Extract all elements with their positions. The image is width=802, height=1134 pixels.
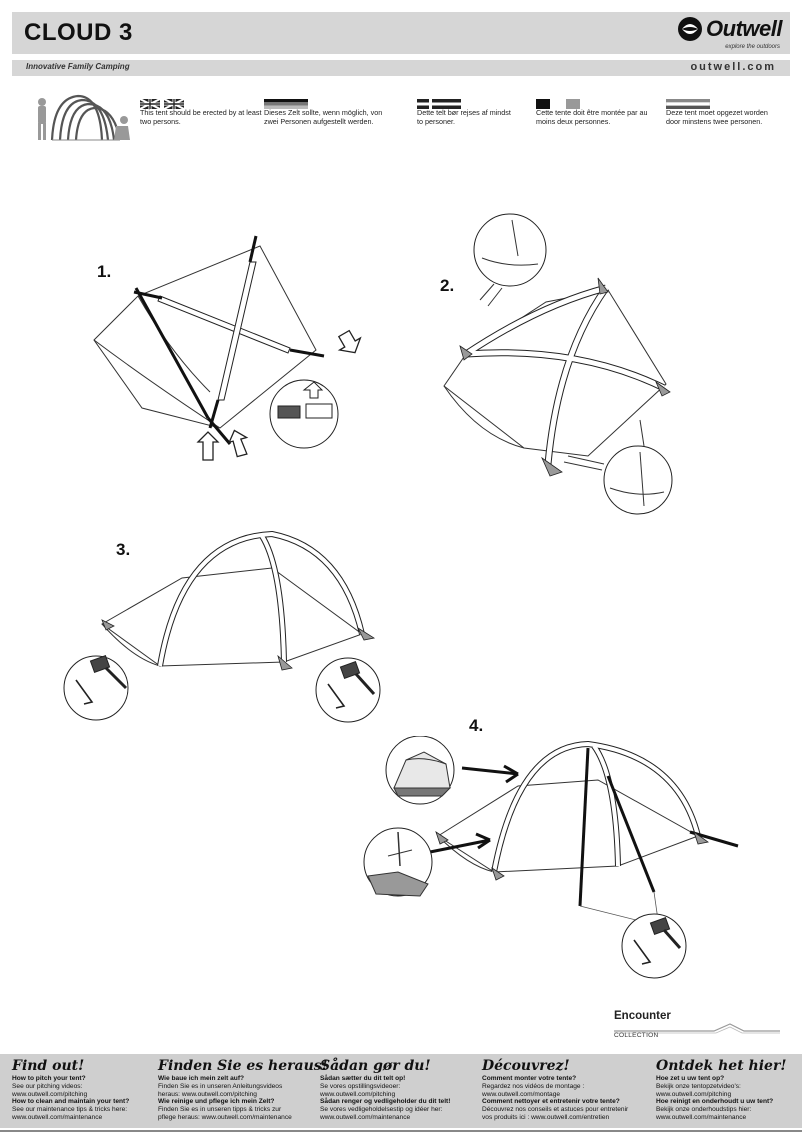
- footer-line: Hoe reinigt en onderhoudt u uw tent?: [656, 1098, 774, 1106]
- step-number: 2.: [440, 276, 455, 295]
- notice-fr: Cette tente doit être montée par au moin…: [536, 96, 658, 126]
- footer-line: Regardez nos vidéos de montage :: [482, 1082, 585, 1090]
- uk-flag-icon: [139, 96, 262, 110]
- collection-logo: Encounter COLLECTION: [614, 1008, 782, 1044]
- footer-line: Sådan renger og vedligeholder du dit tel…: [320, 1098, 451, 1106]
- notice-text: Dieses Zelt sollte, wenn möglich, von zw…: [264, 108, 383, 126]
- notice-da: Dette telt bør rejses af mindst to perso…: [417, 96, 513, 126]
- footer-line: See our maintenance tips & tricks here:: [12, 1106, 128, 1114]
- footer-link[interactable]: heraus: www.outwell.com/pitching: [158, 1090, 257, 1098]
- footer-line: Bekijk onze onderhoudstips hier:: [656, 1106, 752, 1114]
- notice-en: This tent should be erected by at least …: [139, 96, 262, 126]
- peg-icon: [459, 277, 671, 477]
- footer-column-de: Finden Sie es heraus! Wie baue ich mein …: [158, 1058, 328, 1122]
- notice-text: This tent should be erected by at least …: [140, 108, 262, 126]
- subtitle: Innovative Family Camping: [26, 62, 130, 71]
- page-title: CLOUD 3: [24, 19, 133, 46]
- brand-tagline: explore the outdoors: [725, 44, 780, 50]
- step-1-illustration: [93, 235, 362, 461]
- notice-nl: Deze tent moet opgezet worden door minst…: [665, 96, 784, 126]
- footer-line: Wie baue ich mein zelt auf?: [158, 1075, 245, 1082]
- footer-line: Bekijk onze tentopzetvideo's:: [656, 1082, 741, 1090]
- step-4-illustration: [363, 736, 739, 979]
- footer-link[interactable]: www.outwell.com/pitching: [656, 1090, 732, 1098]
- footer-heading: Ontdek het hier!: [656, 1058, 787, 1074]
- footer-line: Hoe zet u uw tent op?: [656, 1075, 725, 1082]
- step-2-illustration: [443, 213, 673, 515]
- footer-link[interactable]: www.outwell.com/maintenance: [12, 1113, 103, 1121]
- collection-label: COLLECTION: [614, 1032, 659, 1039]
- footer-line: Se vores vedligeholdelsestip og idéer he…: [320, 1106, 443, 1114]
- footer-column-nl: Ontdek het hier! Hoe zet u uw tent op? B…: [656, 1058, 796, 1122]
- dutch-flag-icon: [665, 96, 784, 109]
- arrow-icon: [196, 329, 362, 461]
- footer-heading: Sådan gør du!: [320, 1058, 431, 1074]
- header-bar: CLOUD 3 Outwell explore the outdoors: [12, 12, 790, 54]
- step-number: 1.: [97, 262, 112, 281]
- footer-heading: Découvrez!: [482, 1058, 570, 1074]
- footer-link[interactable]: www.outwell.com/montage: [482, 1090, 561, 1098]
- footer-link[interactable]: pflege heraus: www.outwell.com/maintenan…: [158, 1113, 292, 1121]
- footer-link[interactable]: www.outwell.com/maintenance: [320, 1113, 411, 1121]
- footer-line: See our pitching videos:: [12, 1082, 83, 1090]
- two-persons-illustration: [38, 94, 130, 141]
- footer-line: Comment nettoyer et entretenir votre ten…: [482, 1098, 620, 1106]
- footer-link[interactable]: www.outwell.com/pitching: [12, 1090, 88, 1098]
- notice-text: Dette telt bør rejses af mindst to perso…: [417, 108, 511, 126]
- peg-icon: [101, 619, 376, 671]
- footer-line: Sådan sætter du dit telt op!: [320, 1075, 406, 1082]
- arrow-icon: [429, 764, 519, 854]
- bottom-rule: [0, 1130, 802, 1132]
- brand-name: Outwell: [706, 16, 782, 41]
- footer-heading: Find out!: [12, 1058, 85, 1074]
- footer-line: Se vores opstillingsvideoer:: [320, 1082, 401, 1090]
- footer-column-fr: Découvrez! Comment monter votre tente? R…: [482, 1058, 637, 1122]
- footer-line: Comment monter votre tente?: [482, 1075, 577, 1082]
- notice-text: Deze tent moet opgezet worden door minst…: [666, 108, 768, 126]
- footer-link[interactable]: www.outwell.com/pitching: [320, 1090, 396, 1098]
- footer-line: How to pitch your tent?: [12, 1075, 86, 1082]
- brand-logo: Outwell explore the outdoors: [677, 16, 782, 50]
- step-3-illustration: [63, 530, 381, 723]
- brand-logo-icon: [678, 17, 703, 41]
- footer-line: Finden Sie es in unseren Anleitungsvideo…: [158, 1082, 283, 1090]
- footer-line: How to clean and maintain your tent?: [12, 1098, 130, 1106]
- footer: Find out! How to pitch your tent? See ou…: [0, 1054, 802, 1128]
- collection-name: Encounter: [614, 1010, 671, 1022]
- peg-icon: [435, 830, 709, 881]
- footer-heading: Finden Sie es heraus!: [158, 1058, 328, 1074]
- footer-column-en: Find out! How to pitch your tent? See ou…: [12, 1058, 167, 1122]
- footer-link[interactable]: www.outwell.com/maintenance: [656, 1113, 747, 1121]
- collection-wave-icon: [614, 1023, 780, 1034]
- footer-line: Finden Sie es in unseren tipps & tricks …: [158, 1106, 282, 1114]
- footer-line: Découvrez nos conseils et astuces pour e…: [482, 1106, 629, 1114]
- german-flag-icon: [264, 96, 386, 109]
- footer-line: Wie reinige und pflege ich mein Zelt?: [158, 1098, 275, 1106]
- notice-de: Dieses Zelt sollte, wenn möglich, von zw…: [264, 96, 386, 126]
- sub-header-bar: Innovative Family Camping outwell.com: [12, 60, 790, 76]
- step-number: 3.: [116, 540, 131, 559]
- website-link[interactable]: outwell.com: [690, 61, 776, 73]
- notice-text: Cette tente doit être montée par au moin…: [536, 108, 648, 126]
- french-flag-icon: [536, 96, 658, 109]
- footer-link[interactable]: vos produits ici : www.outwell.com/entre…: [482, 1113, 610, 1121]
- danish-flag-icon: [417, 96, 513, 109]
- footer-column-da: Sådan gør du! Sådan sætter du dit telt o…: [320, 1058, 475, 1122]
- step-number: 4.: [469, 716, 484, 735]
